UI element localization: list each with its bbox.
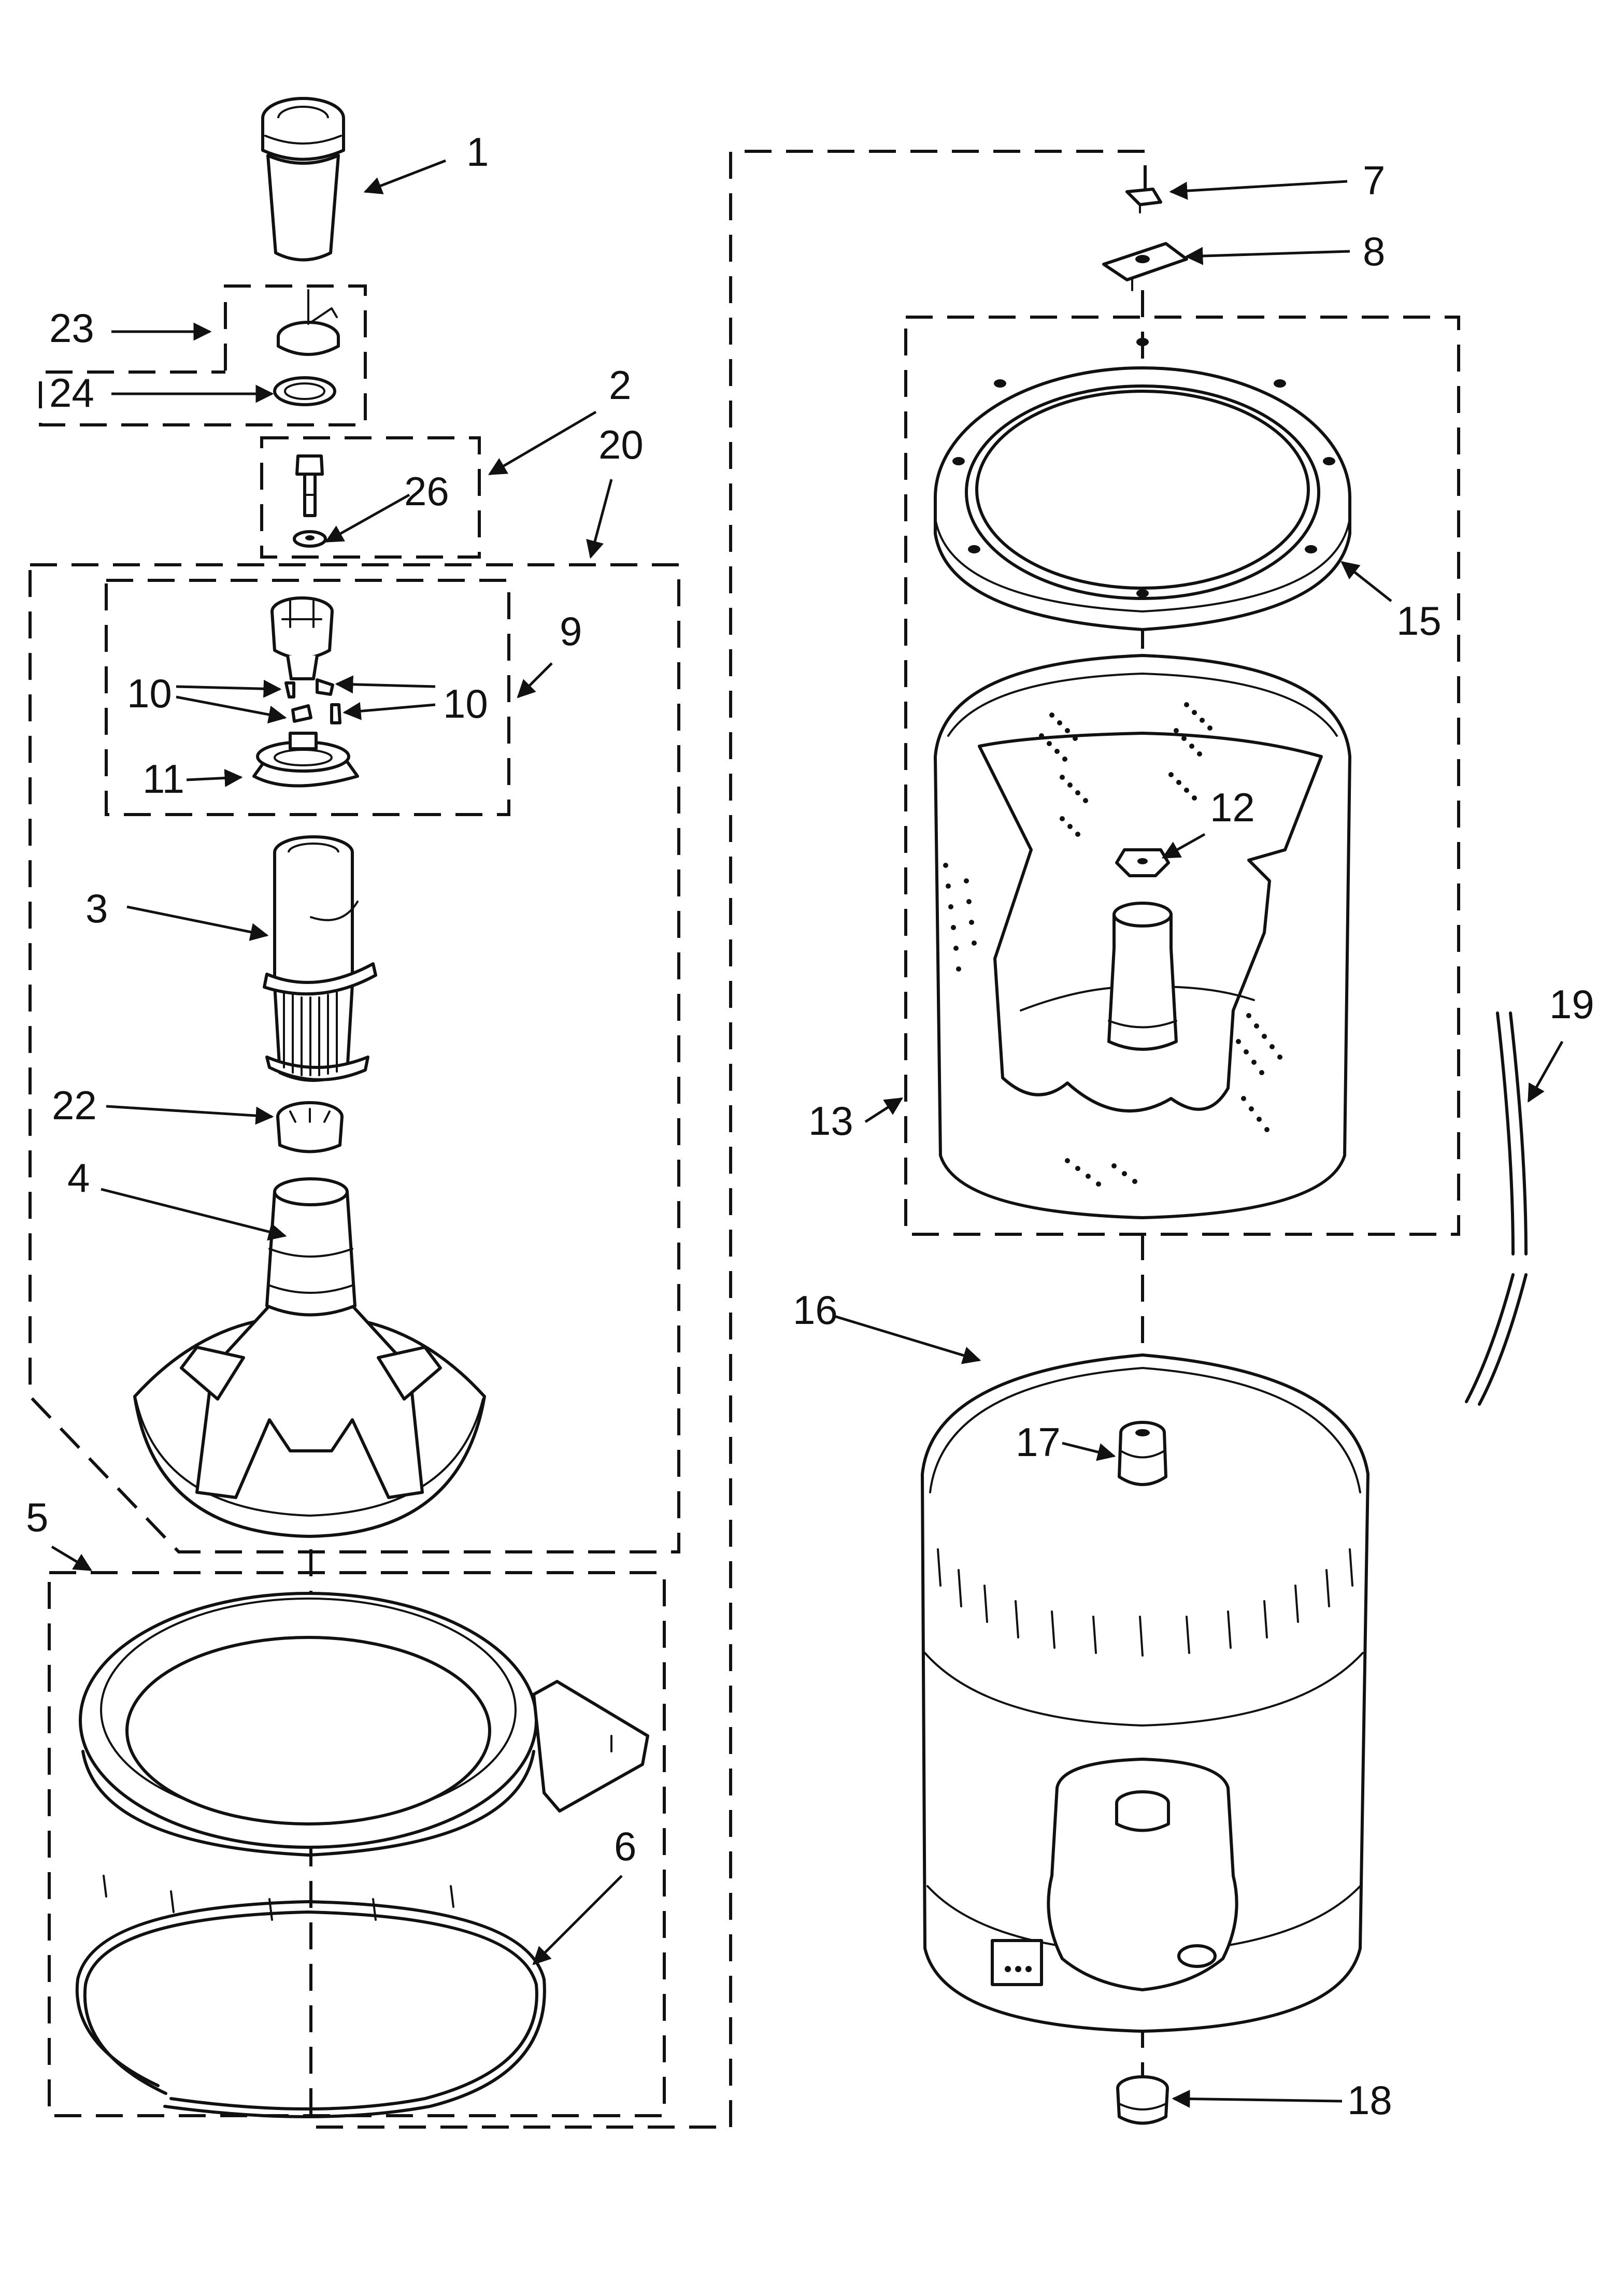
agitator-dogs-part-10: [284, 678, 341, 724]
drive-bell-part-11: [252, 732, 359, 788]
callout-11: 11: [142, 756, 184, 802]
callout-1: 1: [466, 129, 489, 175]
callout-24: 24: [49, 370, 94, 416]
basket-perforations: [943, 702, 1282, 1187]
balance-ring-part-15: [934, 338, 1351, 631]
cap-part-23: [277, 289, 340, 356]
washer-part-26: [293, 530, 327, 548]
callout-4: 4: [67, 1155, 90, 1201]
dispenser-cup-part-1: [261, 97, 345, 262]
callout-leaders: [51, 159, 1564, 2108]
callout-15: 15: [1396, 598, 1442, 644]
callout-6: 6: [614, 1823, 636, 1869]
callout-10-left: 10: [127, 671, 172, 716]
agitator-cam-part-9: [270, 596, 334, 680]
callout-22: 22: [52, 1082, 97, 1128]
callout-2: 2: [609, 362, 631, 408]
group-box-2: [260, 436, 481, 559]
callout-9: 9: [560, 608, 582, 654]
callout-26: 26: [404, 468, 449, 514]
cog-part-22: [276, 1101, 344, 1153]
auger-part-3: [263, 835, 377, 1082]
retaining-ring-part-6: [75, 1900, 546, 2118]
callout-10-right: 10: [443, 681, 488, 726]
hose-part-19: [1465, 1011, 1528, 1406]
callout-23: 23: [49, 305, 94, 351]
tub-ring-part-5: [79, 1592, 649, 1921]
agitator-base-part-4: [133, 1177, 486, 1538]
plug-part-18: [1116, 2075, 1169, 2125]
callout-labels: 1 2 3 4 5 6 7 8 9 10 10 11 12 13 15 16 1…: [26, 129, 1594, 2123]
callout-19: 19: [1549, 981, 1594, 1027]
callout-12: 12: [1210, 785, 1255, 830]
outer-tub-part-16: [921, 1353, 1370, 2033]
group-box-13: [904, 316, 1460, 1236]
clip-part-7: [1125, 188, 1162, 213]
seal-ring-part-24: [273, 376, 336, 406]
callout-8: 8: [1363, 229, 1385, 274]
bolt-part-2: [295, 454, 324, 517]
callout-13: 13: [808, 1098, 853, 1144]
callout-20: 20: [598, 422, 644, 467]
basket-part-13: [934, 654, 1351, 1219]
callout-18: 18: [1347, 2077, 1392, 2123]
callout-16: 16: [793, 1287, 838, 1333]
bracket-part-8: [1102, 242, 1188, 291]
group-box-20: [28, 563, 680, 1553]
callout-7: 7: [1363, 158, 1385, 203]
group-box-23: [39, 284, 367, 426]
hub-part-17: [1118, 1421, 1167, 1486]
callout-5: 5: [26, 1494, 48, 1540]
group-boxes: [28, 150, 1460, 2129]
callout-17: 17: [1016, 1419, 1061, 1465]
group-box-9: [105, 579, 510, 816]
callout-3: 3: [85, 886, 108, 931]
